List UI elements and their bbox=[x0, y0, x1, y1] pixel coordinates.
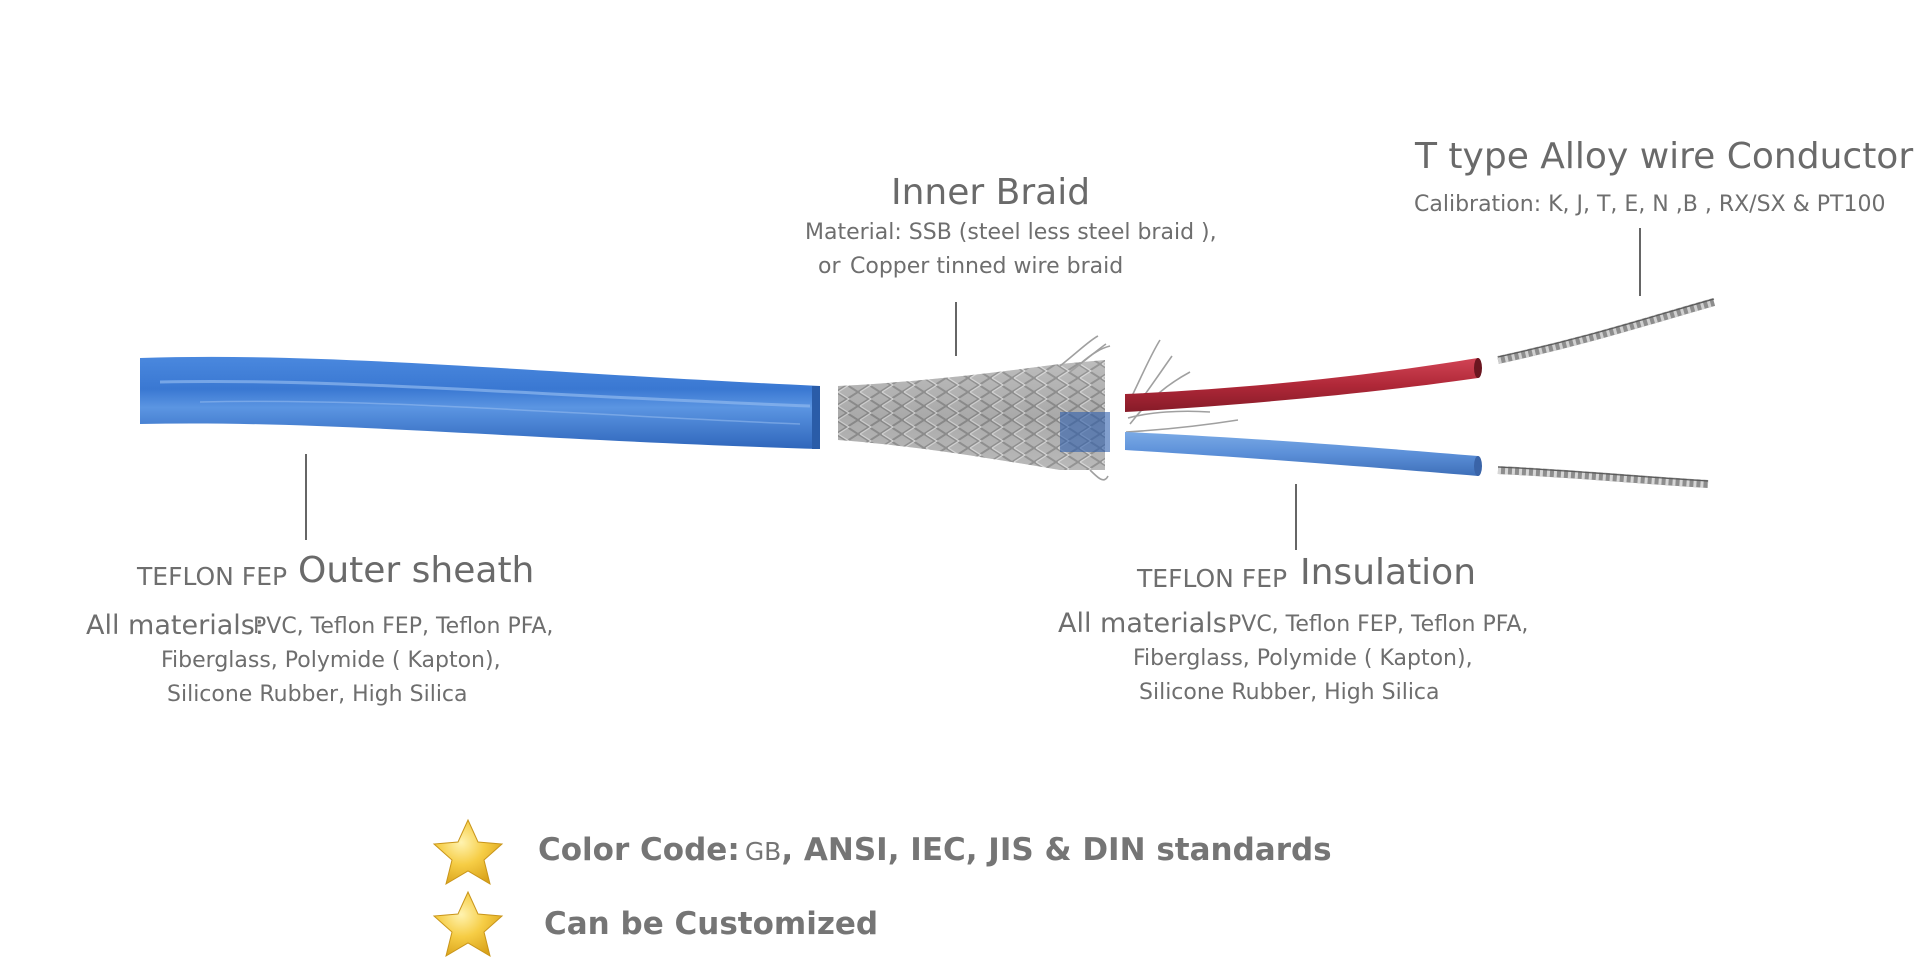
insulation-title: Insulation bbox=[1300, 552, 1477, 593]
conductor-title: T type Alloy wire Conductor bbox=[1415, 136, 1914, 177]
red-insulation bbox=[1125, 358, 1478, 412]
insulation-all-label: All materials: bbox=[1058, 608, 1236, 639]
outer-sheath-prefix: TEFLON FEP bbox=[137, 562, 288, 591]
insulation-prefix: TEFLON FEP bbox=[1137, 564, 1288, 593]
insulation-materials-line3: Silicone Rubber, High Silica bbox=[1139, 680, 1440, 705]
top-conductor bbox=[1497, 298, 1716, 364]
color-code-label: Color Code: bbox=[538, 832, 740, 868]
outer-sheath-title: Outer sheath bbox=[298, 550, 535, 591]
outer-sheath-materials-line1: PVC, Teflon FEP, Teflon PFA, bbox=[253, 614, 554, 639]
color-code-line: Color Code: GB, ANSI, IEC, JIS & DIN sta… bbox=[538, 832, 1332, 868]
inner-braid-material-line2: Copper tinned wire braid bbox=[850, 254, 1124, 279]
color-code-standards: , ANSI, IEC, JIS & DIN standards bbox=[781, 832, 1332, 868]
customized-line: Can be Customized bbox=[544, 906, 879, 942]
outer-sheath bbox=[140, 356, 820, 449]
inner-braid-or: or bbox=[818, 254, 841, 279]
color-code-gb: GB bbox=[744, 837, 782, 866]
blue-insulation bbox=[1125, 432, 1478, 476]
inner-braid-title: Inner Braid bbox=[891, 172, 1091, 213]
outer-sheath-materials-line3: Silicone Rubber, High Silica bbox=[167, 682, 468, 707]
star-icon bbox=[432, 890, 504, 958]
outer-sheath-highlight bbox=[159, 379, 811, 408]
outer-sheath-all-label: All materials: bbox=[86, 610, 264, 641]
bottom-conductor bbox=[1497, 466, 1709, 488]
conductor-calibration: Calibration: K, J, T, E, N ,B , RX/SX & … bbox=[1414, 192, 1886, 217]
outer-sheath-materials-line2: Fiberglass, Polymide ( Kapton), bbox=[161, 648, 501, 673]
insulation-materials-line2: Fiberglass, Polymide ( Kapton), bbox=[1133, 646, 1473, 671]
inner-braid-material-line1: Material: SSB (steel less steel braid ), bbox=[805, 220, 1217, 245]
insulation-materials-line1: PVC, Teflon FEP, Teflon PFA, bbox=[1228, 612, 1529, 637]
star-icon bbox=[432, 818, 504, 886]
